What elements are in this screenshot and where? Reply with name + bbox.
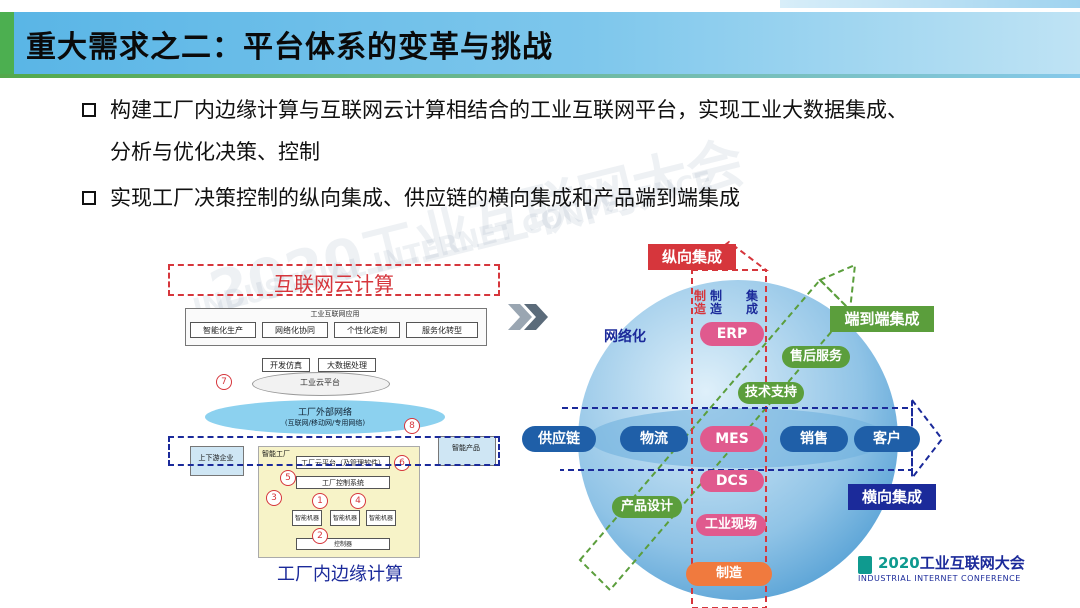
step-number: 4 — [350, 493, 366, 509]
node-mes: MES — [700, 426, 764, 452]
platform-item: 大数据处理 — [318, 358, 376, 372]
smart-machine: 智能机器 — [330, 510, 360, 526]
bullet-1-line1: 构建工厂内边缘计算与互联网云计算相结合的工业互联网平台，实现工业大数据集成、 — [110, 98, 908, 122]
node-after-sales: 售后服务 — [782, 346, 850, 368]
slide-title: 重大需求之二：平台体系的变革与挑战 — [26, 30, 553, 65]
vertical-caption: 集成 — [746, 289, 759, 316]
bullet-box-icon — [82, 103, 96, 117]
banner-green-edge — [0, 12, 14, 76]
node-dcs: DCS — [700, 470, 764, 492]
logo-english: INDUSTRIAL INTERNET CONFERENCE — [858, 574, 1021, 583]
upstream-label: 上下游企业 — [198, 454, 234, 462]
cloud-computing-frame — [168, 264, 500, 296]
external-network-sub: (互联网/移动网/专用网络) — [284, 419, 366, 427]
app-header: 工业互联网应用 — [310, 310, 360, 318]
bullet-1-line2: 分析与优化决策、控制 — [110, 140, 320, 164]
node-manufacturing: 制造 — [686, 562, 772, 586]
control-system: 工厂控制系统 — [296, 476, 390, 489]
smart-product-label: 智能产品 — [452, 444, 480, 452]
node-product-design: 产品设计 — [612, 496, 682, 518]
logo-year: 2020 — [878, 554, 920, 572]
node-sales: 销售 — [780, 426, 848, 452]
cloud-computing-label: 互联网云计算 — [274, 272, 394, 296]
bullet-1: 构建工厂内边缘计算与互联网云计算相结合的工业互联网平台，实现工业大数据集成、 分… — [82, 96, 1062, 166]
edge-computing-label: 工厂内边缘计算 — [277, 564, 403, 585]
smart-factory-label: 智能工厂 — [262, 450, 290, 458]
node-supply-chain: 供应链 — [522, 426, 596, 452]
external-network-label: 工厂外部网络 — [297, 408, 352, 418]
cloud-platform-label: 工业云平台 — [300, 378, 340, 387]
vertical-caption: 制造 — [710, 289, 723, 316]
smart-machine: 智能机器 — [292, 510, 322, 526]
vertical-integration-label: 纵向集成 — [648, 244, 736, 270]
app-box: 个性化定制 — [334, 322, 400, 338]
logo-name: 工业互联网大会 — [919, 554, 1025, 572]
networking-label: 网络化 — [604, 329, 646, 345]
logo-mark-icon — [858, 556, 872, 574]
e2e-integration-label: 端到端集成 — [830, 306, 934, 332]
bullet-2: 实现工厂决策控制的纵向集成、供应链的横向集成和产品端到端集成 — [82, 184, 1062, 212]
cloud-platform-shape — [252, 372, 390, 396]
network-frame — [168, 436, 500, 466]
node-logistics: 物流 — [620, 426, 688, 452]
upstream-box — [190, 446, 244, 476]
step-number: 3 — [266, 490, 282, 506]
horizontal-integration-label: 横向集成 — [848, 484, 936, 510]
step-number: 2 — [312, 528, 328, 544]
step-number: 7 — [216, 374, 232, 390]
platform-item: 开发仿真 — [262, 358, 310, 372]
app-box: 网络化协同 — [262, 322, 328, 338]
step-number: 8 — [404, 418, 420, 434]
bullet-box-icon — [82, 191, 96, 205]
node-tech-support: 技术支持 — [738, 382, 804, 404]
field-controller: 控制器 — [296, 538, 390, 550]
conference-logo: 2020工业互联网大会 INDUSTRIAL INTERNET CONFEREN… — [858, 552, 1048, 592]
step-number: 5 — [280, 470, 296, 486]
title-banner — [0, 12, 1080, 76]
bullet-2-line1: 实现工厂决策控制的纵向集成、供应链的横向集成和产品端到端集成 — [110, 186, 740, 210]
node-erp: ERP — [700, 322, 764, 346]
node-field: 工业现场 — [696, 514, 766, 536]
smart-machine: 智能机器 — [366, 510, 396, 526]
step-number: 1 — [312, 493, 328, 509]
chevron-right-icon — [508, 304, 548, 330]
node-customer: 客户 — [854, 426, 920, 452]
app-box: 服务化转型 — [406, 322, 478, 338]
banner-accent — [780, 0, 1080, 8]
app-box: 智能化生产 — [190, 322, 256, 338]
step-number: 6 — [394, 455, 410, 471]
vertical-caption: 制造 — [694, 289, 707, 316]
banner-underline — [0, 74, 1080, 78]
